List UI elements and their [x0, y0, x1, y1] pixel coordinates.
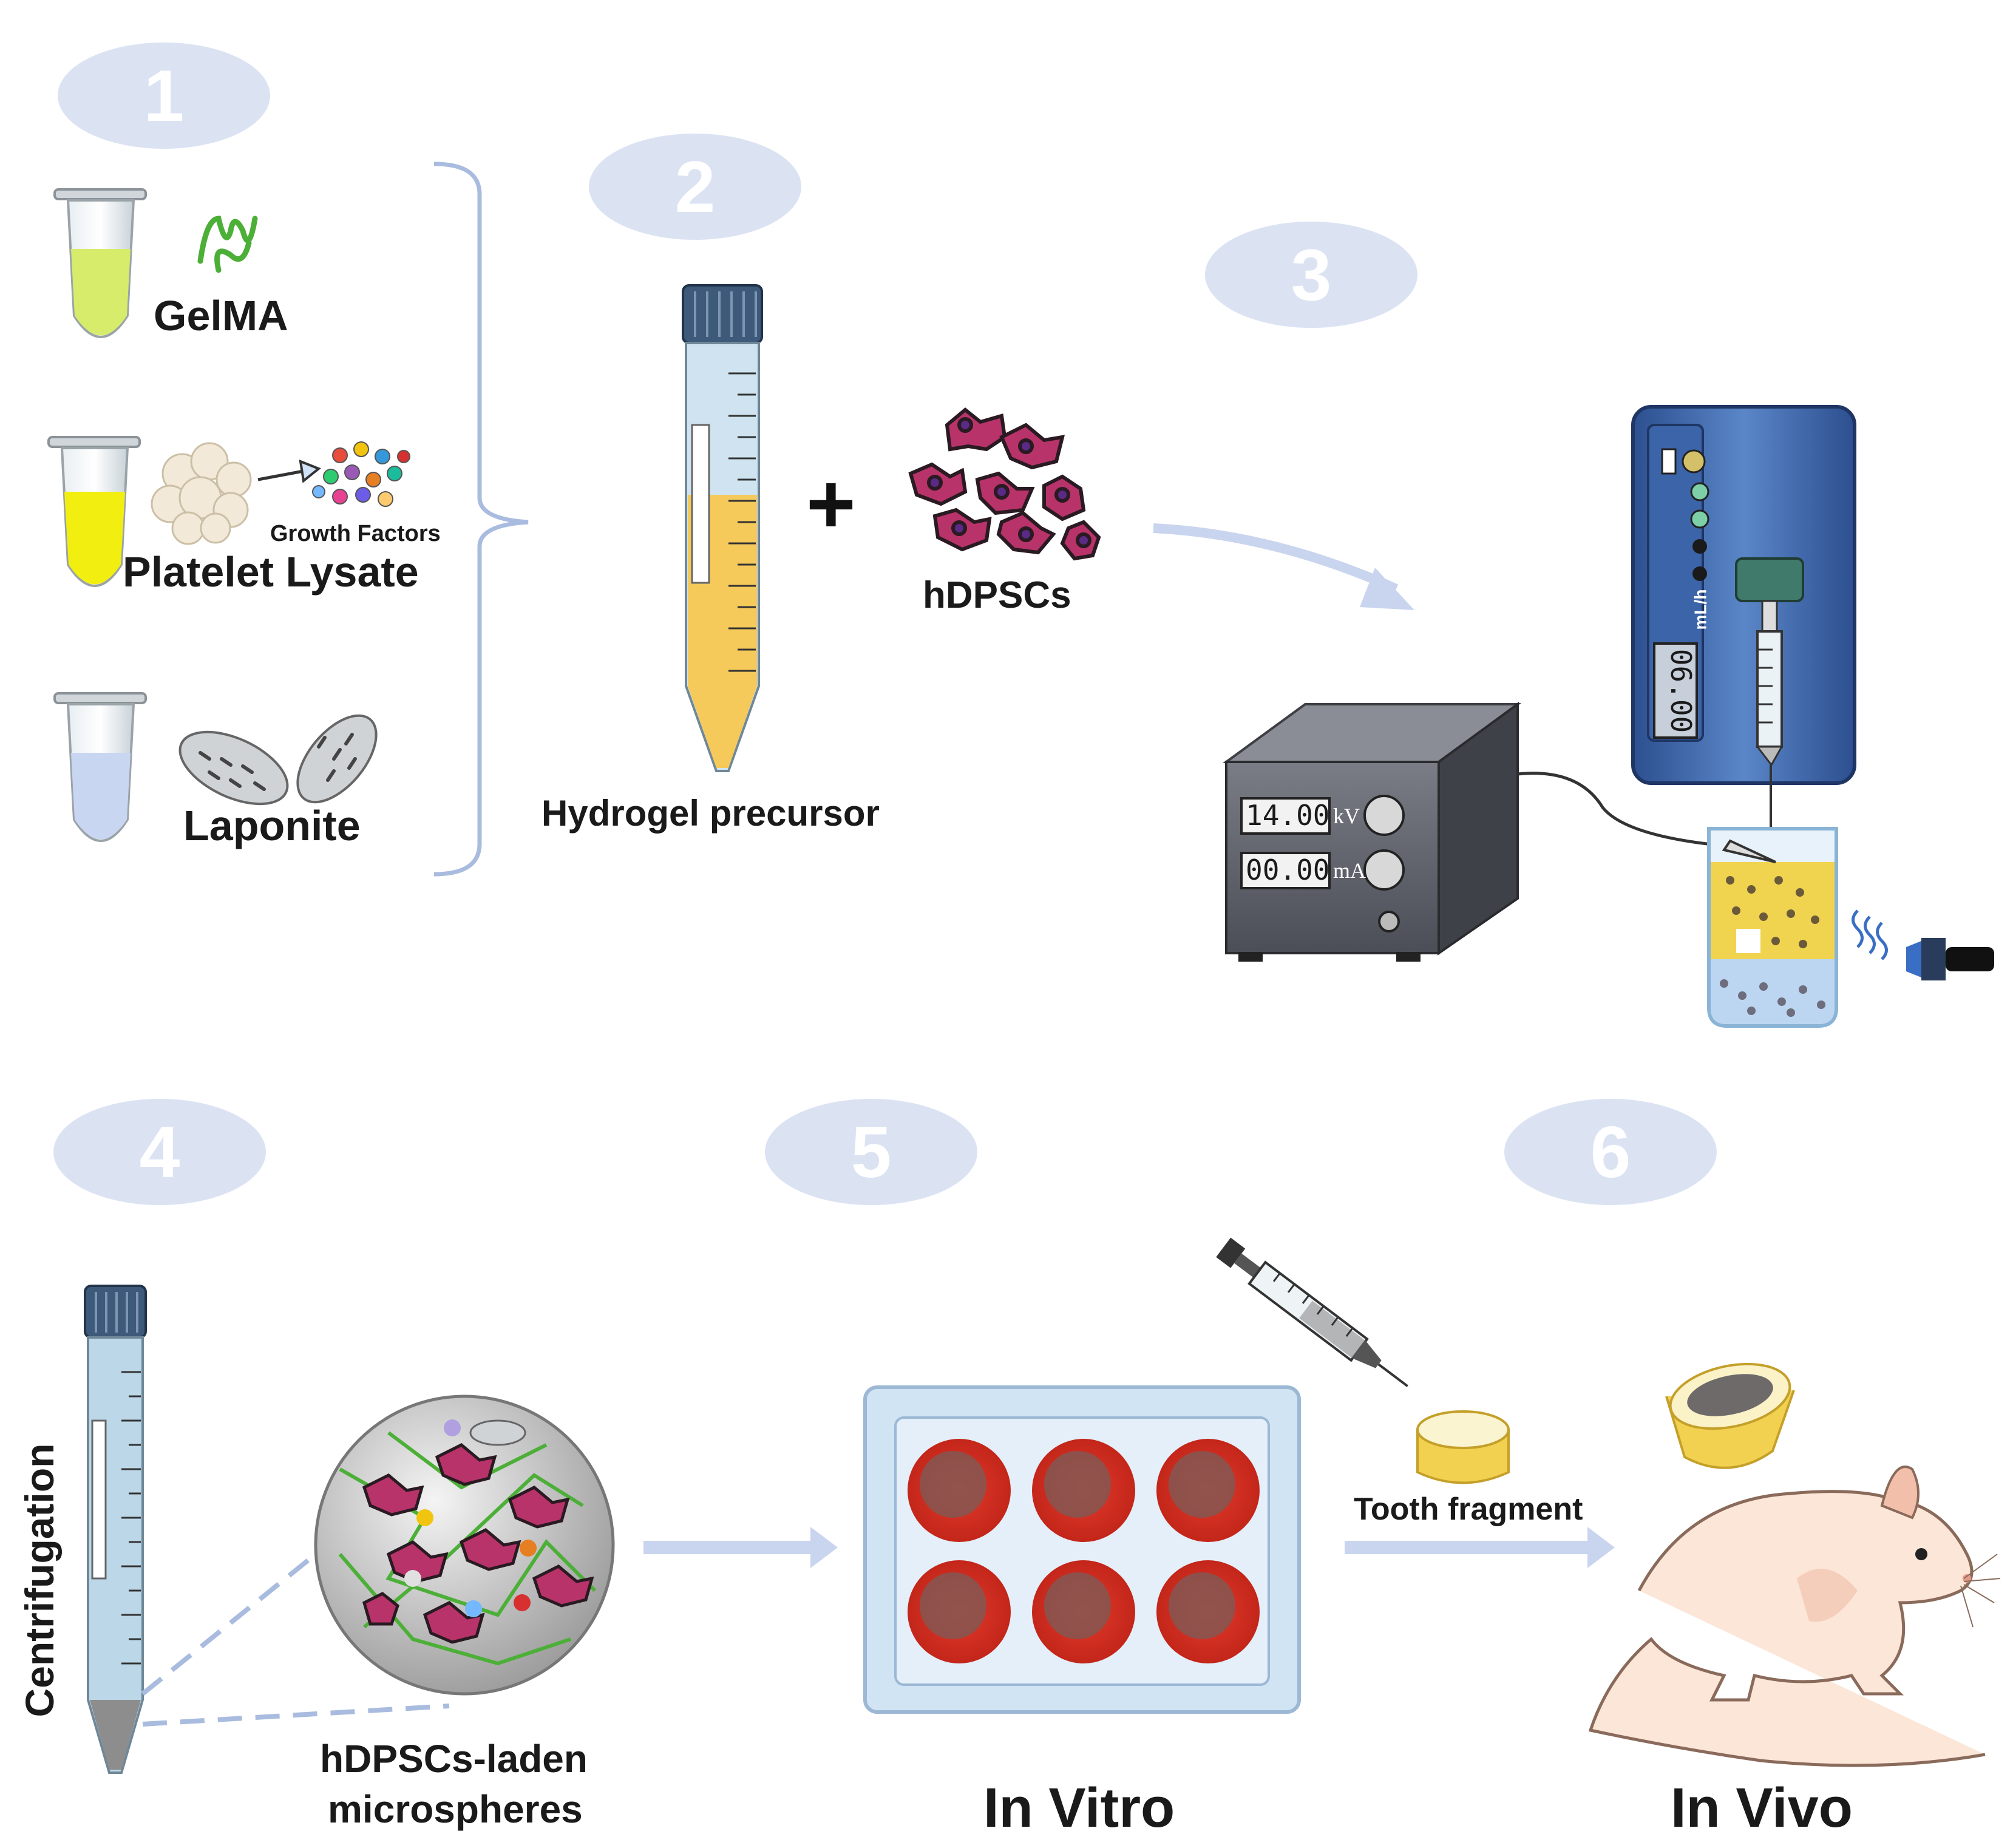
tooth-fragment-icon [1416, 1410, 1510, 1484]
gelma-label: GelMA [154, 292, 288, 339]
high-voltage-power-supply [1222, 702, 1737, 962]
platelet-lysate-tube [47, 436, 141, 587]
voltage-unit: kV [1333, 804, 1360, 828]
culture-wells [908, 1439, 1260, 1663]
pump-rate-readout: 06.00 [1665, 648, 1698, 733]
well [1156, 1439, 1260, 1542]
centrifuge-tube [84, 1285, 147, 1774]
gelma-tube [53, 188, 147, 338]
zoom-lines [141, 1552, 450, 1727]
step-3-bubble: 3 [1205, 222, 1417, 328]
tooth-fragment-label: Tooth fragment [1354, 1492, 1583, 1527]
plus-sign: + [806, 456, 856, 551]
microspheres-label-line1: hDPSCs-laden [320, 1737, 588, 1781]
cooling-nozzle-icon [1852, 909, 1994, 980]
arrow-icon [257, 459, 321, 483]
hdpscs-label: hDPSCs [923, 574, 1071, 616]
flow-arrow-to-electrospray [1153, 523, 1414, 610]
growth-factors-label: Growth Factors [270, 521, 441, 546]
voltage-readout: 14.00 [1246, 799, 1330, 832]
platelet-lysate-label: Platelet Lysate [123, 548, 419, 596]
hdpscs-cell-cluster [908, 407, 1101, 561]
grouping-bracket [433, 161, 529, 877]
step-5-bubble: 5 [765, 1099, 977, 1205]
well [908, 1439, 1011, 1542]
step-4-bubble: 4 [53, 1099, 266, 1205]
in-vivo-label: In Vivo [1671, 1777, 1853, 1839]
step-2-bubble: 2 [589, 134, 801, 240]
injection-syringe [1216, 1237, 1408, 1387]
gelma-molecule-icon [197, 216, 258, 273]
hydrogel-precursor-label: Hydrogel precursor [541, 793, 880, 834]
mouse-icon [1588, 1466, 2001, 1767]
laponite-disc-icon [178, 714, 378, 806]
well [1156, 1560, 1260, 1663]
centrifugation-label: Centrifugation [17, 1443, 62, 1717]
pump-rate-unit: mL/h [1691, 589, 1710, 630]
in-vitro-label: In Vitro [983, 1777, 1175, 1839]
laponite-tube [53, 692, 147, 842]
implant-icon [1665, 1362, 1795, 1469]
collection-beaker [1707, 827, 1838, 1028]
flow-arrow-to-in-vivo [1345, 1527, 1615, 1568]
flow-arrow-to-in-vitro [643, 1527, 838, 1568]
falcon-tube [682, 284, 763, 772]
current-readout: 00.00 [1246, 854, 1330, 886]
syringe-pump [1631, 405, 1856, 899]
well [908, 1560, 1011, 1663]
step-1-bubble: 1 [58, 42, 270, 149]
microsphere-icon [314, 1394, 615, 1696]
step-6-bubble: 6 [1504, 1099, 1717, 1205]
current-unit: mA [1333, 858, 1366, 883]
microspheres-label-line2: microspheres [328, 1787, 583, 1831]
well [1032, 1439, 1135, 1542]
laponite-label: Laponite [183, 802, 361, 849]
growth-factors-icon [312, 441, 410, 507]
platelet-cluster-icon [151, 442, 252, 545]
well [1032, 1560, 1135, 1663]
